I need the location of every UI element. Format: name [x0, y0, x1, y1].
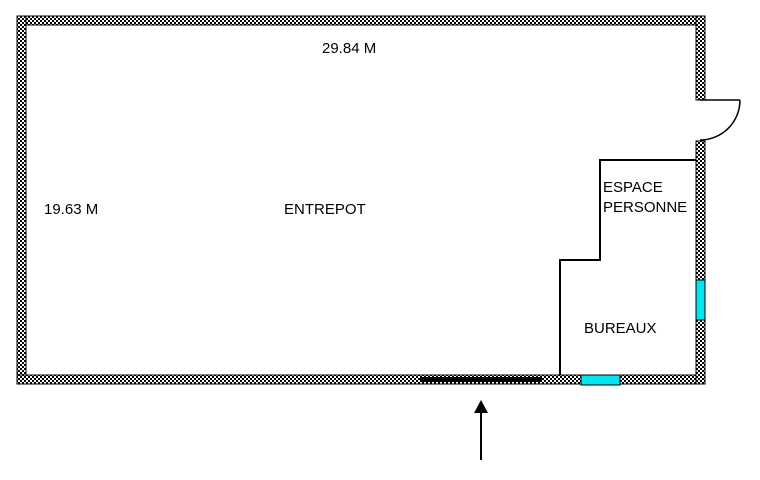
wall-top	[16, 15, 706, 26]
room-label-bureaux: BUREAUX	[584, 320, 657, 337]
door-swing-icon	[699, 99, 741, 141]
room-label-entrepot: ENTREPOT	[284, 201, 366, 218]
height-dimension-label: 19.63 M	[44, 201, 99, 218]
wall-right-lower	[695, 140, 706, 385]
wall-right-upper	[695, 15, 706, 101]
wall-left	[16, 15, 27, 385]
arrow-up-icon	[474, 400, 488, 460]
window-right	[695, 279, 706, 321]
window-bottom	[580, 374, 621, 386]
sliding-door	[420, 377, 542, 382]
width-dimension-label: 29.84 M	[322, 40, 377, 57]
room-label-espace-line1: ESPACE	[603, 179, 663, 196]
partition-wall	[559, 159, 696, 375]
room-label-espace-line2: PERSONNE	[603, 199, 688, 216]
